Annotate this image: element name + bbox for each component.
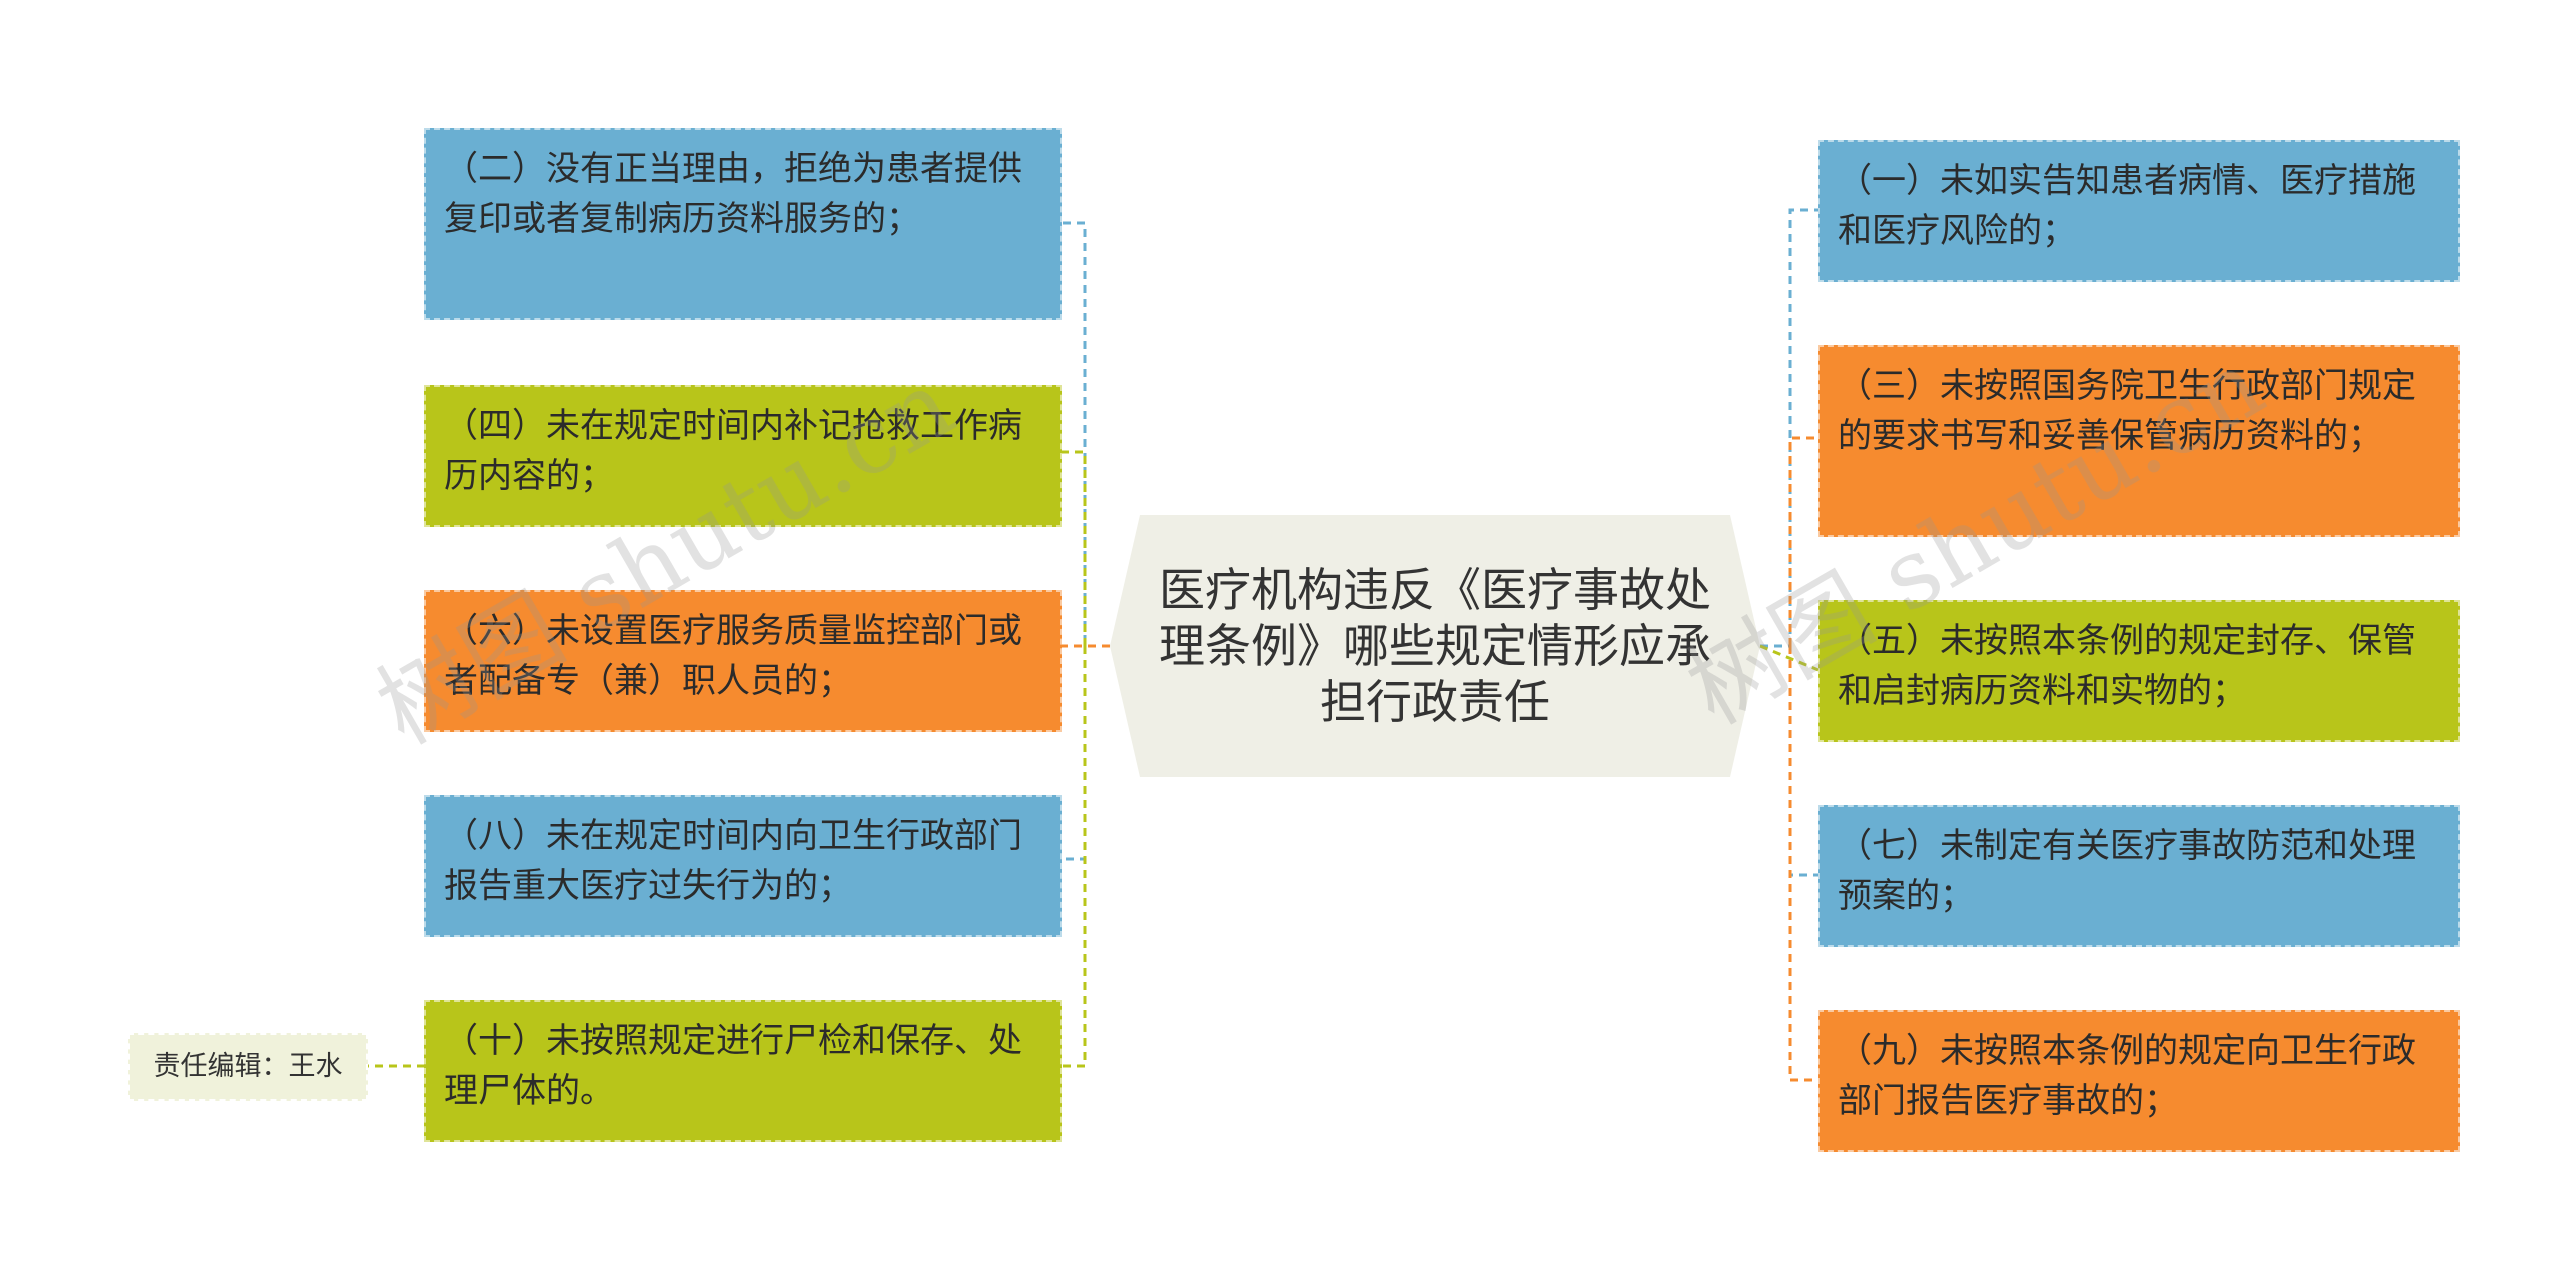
right-node-1[interactable]: （一）未如实告知患者病情、医疗措施和医疗风险的； <box>1818 140 2460 282</box>
connector-right-2 <box>1788 436 1818 646</box>
right-node-4-text: （七）未制定有关医疗事故防范和处理预案的； <box>1838 826 2416 916</box>
center-topic[interactable]: 医疗机构违反《医疗事故处理条例》哪些规定情形应承担行政责任 <box>1110 515 1760 777</box>
left-node-4-text: （八）未在规定时间内向卫生行政部门报告重大医疗过失行为的； <box>444 816 1022 906</box>
left-node-5[interactable]: （十）未按照规定进行尸检和保存、处理尸体的。 <box>424 1000 1062 1142</box>
left-node-5-text: （十）未按照规定进行尸检和保存、处理尸体的。 <box>444 1021 1022 1111</box>
right-node-5-text: （九）未按照本条例的规定向卫生行政部门报告医疗事故的； <box>1838 1031 2416 1121</box>
editor-label-text: 责任编辑：王水 <box>153 1051 343 1082</box>
connector-right-1 <box>1760 208 1818 648</box>
connector-left-4 <box>1062 646 1087 861</box>
left-node-3[interactable]: （六）未设置医疗服务质量监控部门或者配备专（兼）职人员的； <box>424 590 1062 732</box>
right-node-2-text: （三）未按照国务院卫生行政部门规定的要求书写和妥善保管病历资料的； <box>1838 366 2416 456</box>
connector-right-3 <box>1759 644 1819 672</box>
editor-label: 责任编辑：王水 <box>128 1033 368 1101</box>
left-node-1[interactable]: （二）没有正当理由，拒绝为患者提供复印或者复制病历资料服务的； <box>424 128 1062 320</box>
right-node-1-text: （一）未如实告知患者病情、医疗措施和医疗风险的； <box>1838 161 2416 251</box>
connector-right-5 <box>1788 646 1818 1082</box>
connector-left-2 <box>1062 450 1087 646</box>
left-node-2-text: （四）未在规定时间内补记抢救工作病历内容的； <box>444 406 1022 496</box>
left-node-1-text: （二）没有正当理由，拒绝为患者提供复印或者复制病历资料服务的； <box>444 149 1022 239</box>
left-node-4[interactable]: （八）未在规定时间内向卫生行政部门报告重大医疗过失行为的； <box>424 795 1062 937</box>
left-node-2[interactable]: （四）未在规定时间内补记抢救工作病历内容的； <box>424 385 1062 527</box>
right-node-4[interactable]: （七）未制定有关医疗事故防范和处理预案的； <box>1818 805 2460 947</box>
right-node-5[interactable]: （九）未按照本条例的规定向卫生行政部门报告医疗事故的； <box>1818 1010 2460 1152</box>
right-node-3-text: （五）未按照本条例的规定封存、保管和启封病历资料和实物的； <box>1838 621 2416 711</box>
center-topic-title: 医疗机构违反《医疗事故处理条例》哪些规定情形应承担行政责任 <box>1159 563 1711 729</box>
center-topic-shape <box>1110 515 1760 777</box>
connector-right-4 <box>1788 646 1818 877</box>
connector-left-5 <box>1062 646 1087 1068</box>
right-node-3[interactable]: （五）未按照本条例的规定封存、保管和启封病历资料和实物的； <box>1818 600 2460 742</box>
right-node-2[interactable]: （三）未按照国务院卫生行政部门规定的要求书写和妥善保管病历资料的； <box>1818 345 2460 537</box>
left-node-3-text: （六）未设置医疗服务质量监控部门或者配备专（兼）职人员的； <box>444 611 1022 701</box>
